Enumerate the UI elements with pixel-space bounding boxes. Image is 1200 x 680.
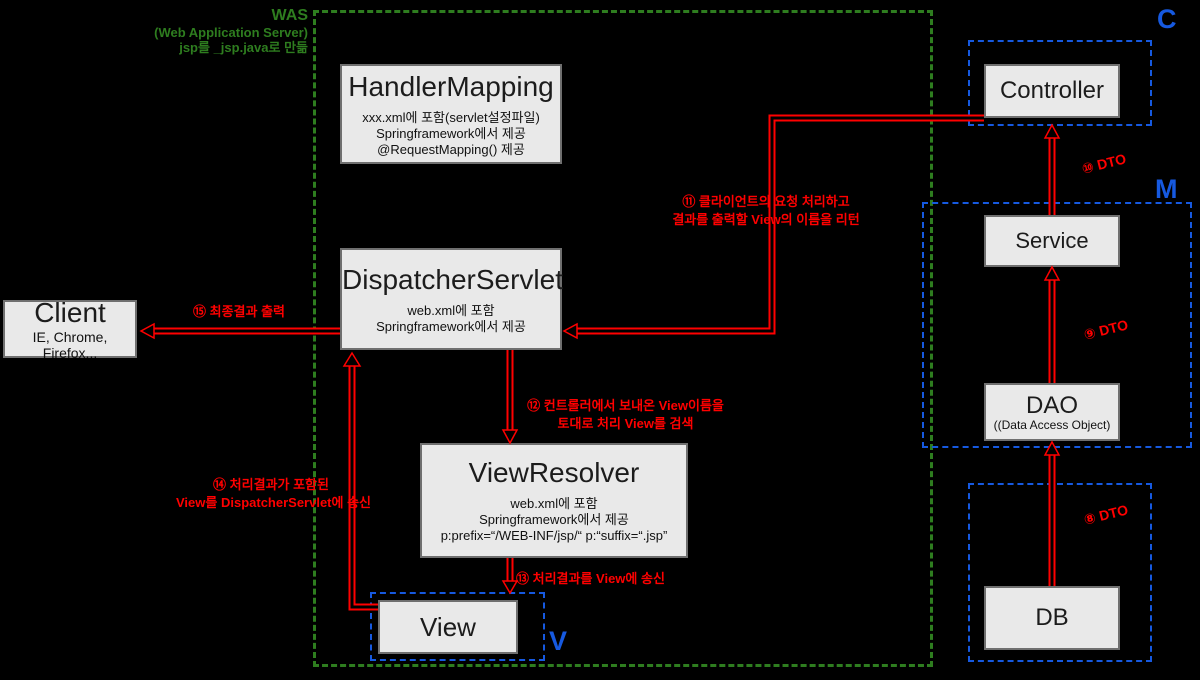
view-resolver-box: ViewResolver web.xml에 포함 Springframework… (420, 443, 688, 558)
dispatcher-servlet-line: web.xml에 포함 (407, 302, 495, 318)
view-box: View (378, 600, 518, 654)
dao-box: DAO ((Data Access Object) (984, 383, 1120, 441)
letter-m: M (1155, 174, 1178, 204)
client-box: Client IE, Chrome, Firefox... (3, 297, 137, 361)
model-group (922, 202, 1192, 448)
view-resolver-line: web.xml에 포함 (510, 496, 598, 511)
arrow-dispatcher-to-viewresolver (501, 350, 519, 445)
arrow-db-to-dao (1043, 440, 1061, 586)
service-box: Service (984, 215, 1120, 267)
arrow-dao-to-service (1043, 265, 1061, 383)
dao-line: ((Data Access Object) (993, 417, 1111, 432)
controller-title: Controller (999, 77, 1105, 104)
view-resolver-title: ViewResolver (468, 457, 640, 488)
view-title: View (420, 612, 476, 642)
step12-line: ⑫ 컨트롤러에서 보내온 View이름을 (527, 398, 724, 413)
step14-line: ⑭ 처리결과가 포함된 (213, 477, 329, 492)
view-group (370, 592, 545, 661)
client-title: Client (34, 297, 106, 328)
db-group (968, 483, 1152, 662)
letter-c: C (1157, 4, 1177, 34)
db-box: DB (984, 586, 1120, 650)
was-boundary (313, 10, 933, 667)
arrow-view-to-dispatcher (342, 351, 378, 611)
dispatcher-servlet-box: DispatcherServlet web.xml에 포함 Springfram… (340, 248, 563, 350)
step11-label: ⑪ 클라이언트의 요청 처리하고 결과를 출력할 View의 이름을 리턴 (640, 193, 892, 229)
client-line: IE, Chrome, Firefox... (32, 329, 108, 361)
handler-mapping-title: HandlerMapping (348, 70, 554, 102)
dispatcher-servlet-title: DispatcherServlet (342, 263, 563, 295)
arrow-service-to-controller (1043, 123, 1061, 215)
step12-line: 토대로 처리 View를 검색 (557, 416, 694, 431)
handler-mapping-line: Springframework에서 제공 (376, 125, 526, 141)
was-note: jsp를 _jsp.java로 만듦 (179, 40, 308, 55)
was-label: WAS (Web Application Server) jsp를 _jsp.j… (120, 7, 308, 55)
was-title: WAS (271, 7, 308, 24)
dispatcher-servlet-line: Springframework에서 제공 (376, 318, 526, 334)
step11-line: ⑪ 클라이언트의 요청 처리하고 (682, 194, 850, 209)
handler-mapping-line: @RequestMapping() 제공 (377, 141, 525, 157)
step13-label: ⑬ 처리결과를 View에 송신 (516, 571, 665, 586)
arrow-dispatcher-to-client (139, 322, 340, 340)
view-resolver-line: p:prefix=“/WEB-INF/jsp/“ p:“suffix=“.jsp… (440, 528, 668, 543)
controller-box: Controller (984, 64, 1120, 118)
step15-label: ⑮ 최종결과 출력 (193, 304, 285, 319)
step14-line: View를 DispatcherServlet에 송신 (176, 495, 372, 510)
step12-label: ⑫ 컨트롤러에서 보내온 View이름을 토대로 처리 View를 검색 (508, 397, 743, 433)
step11-line: 결과를 출력할 View의 이름을 리턴 (672, 212, 860, 227)
step14-label: ⑭ 처리결과가 포함된 View를 DispatcherServlet에 송신 (176, 476, 372, 512)
was-subtitle: (Web Application Server) (154, 25, 308, 40)
letter-v: V (549, 626, 568, 656)
service-title: Service (1015, 228, 1089, 253)
db-title: DB (1035, 604, 1069, 631)
dao-title: DAO (1025, 391, 1078, 419)
handler-mapping-box: HandlerMapping xxx.xml에 포함(servlet설정파일) … (340, 64, 562, 164)
view-resolver-line: Springframework에서 제공 (479, 512, 629, 527)
controller-group (968, 40, 1152, 126)
arrow-controller-to-dispatcher (562, 114, 984, 340)
arrow-viewresolver-to-view (501, 558, 519, 595)
handler-mapping-line: xxx.xml에 포함(servlet설정파일) (362, 109, 540, 125)
